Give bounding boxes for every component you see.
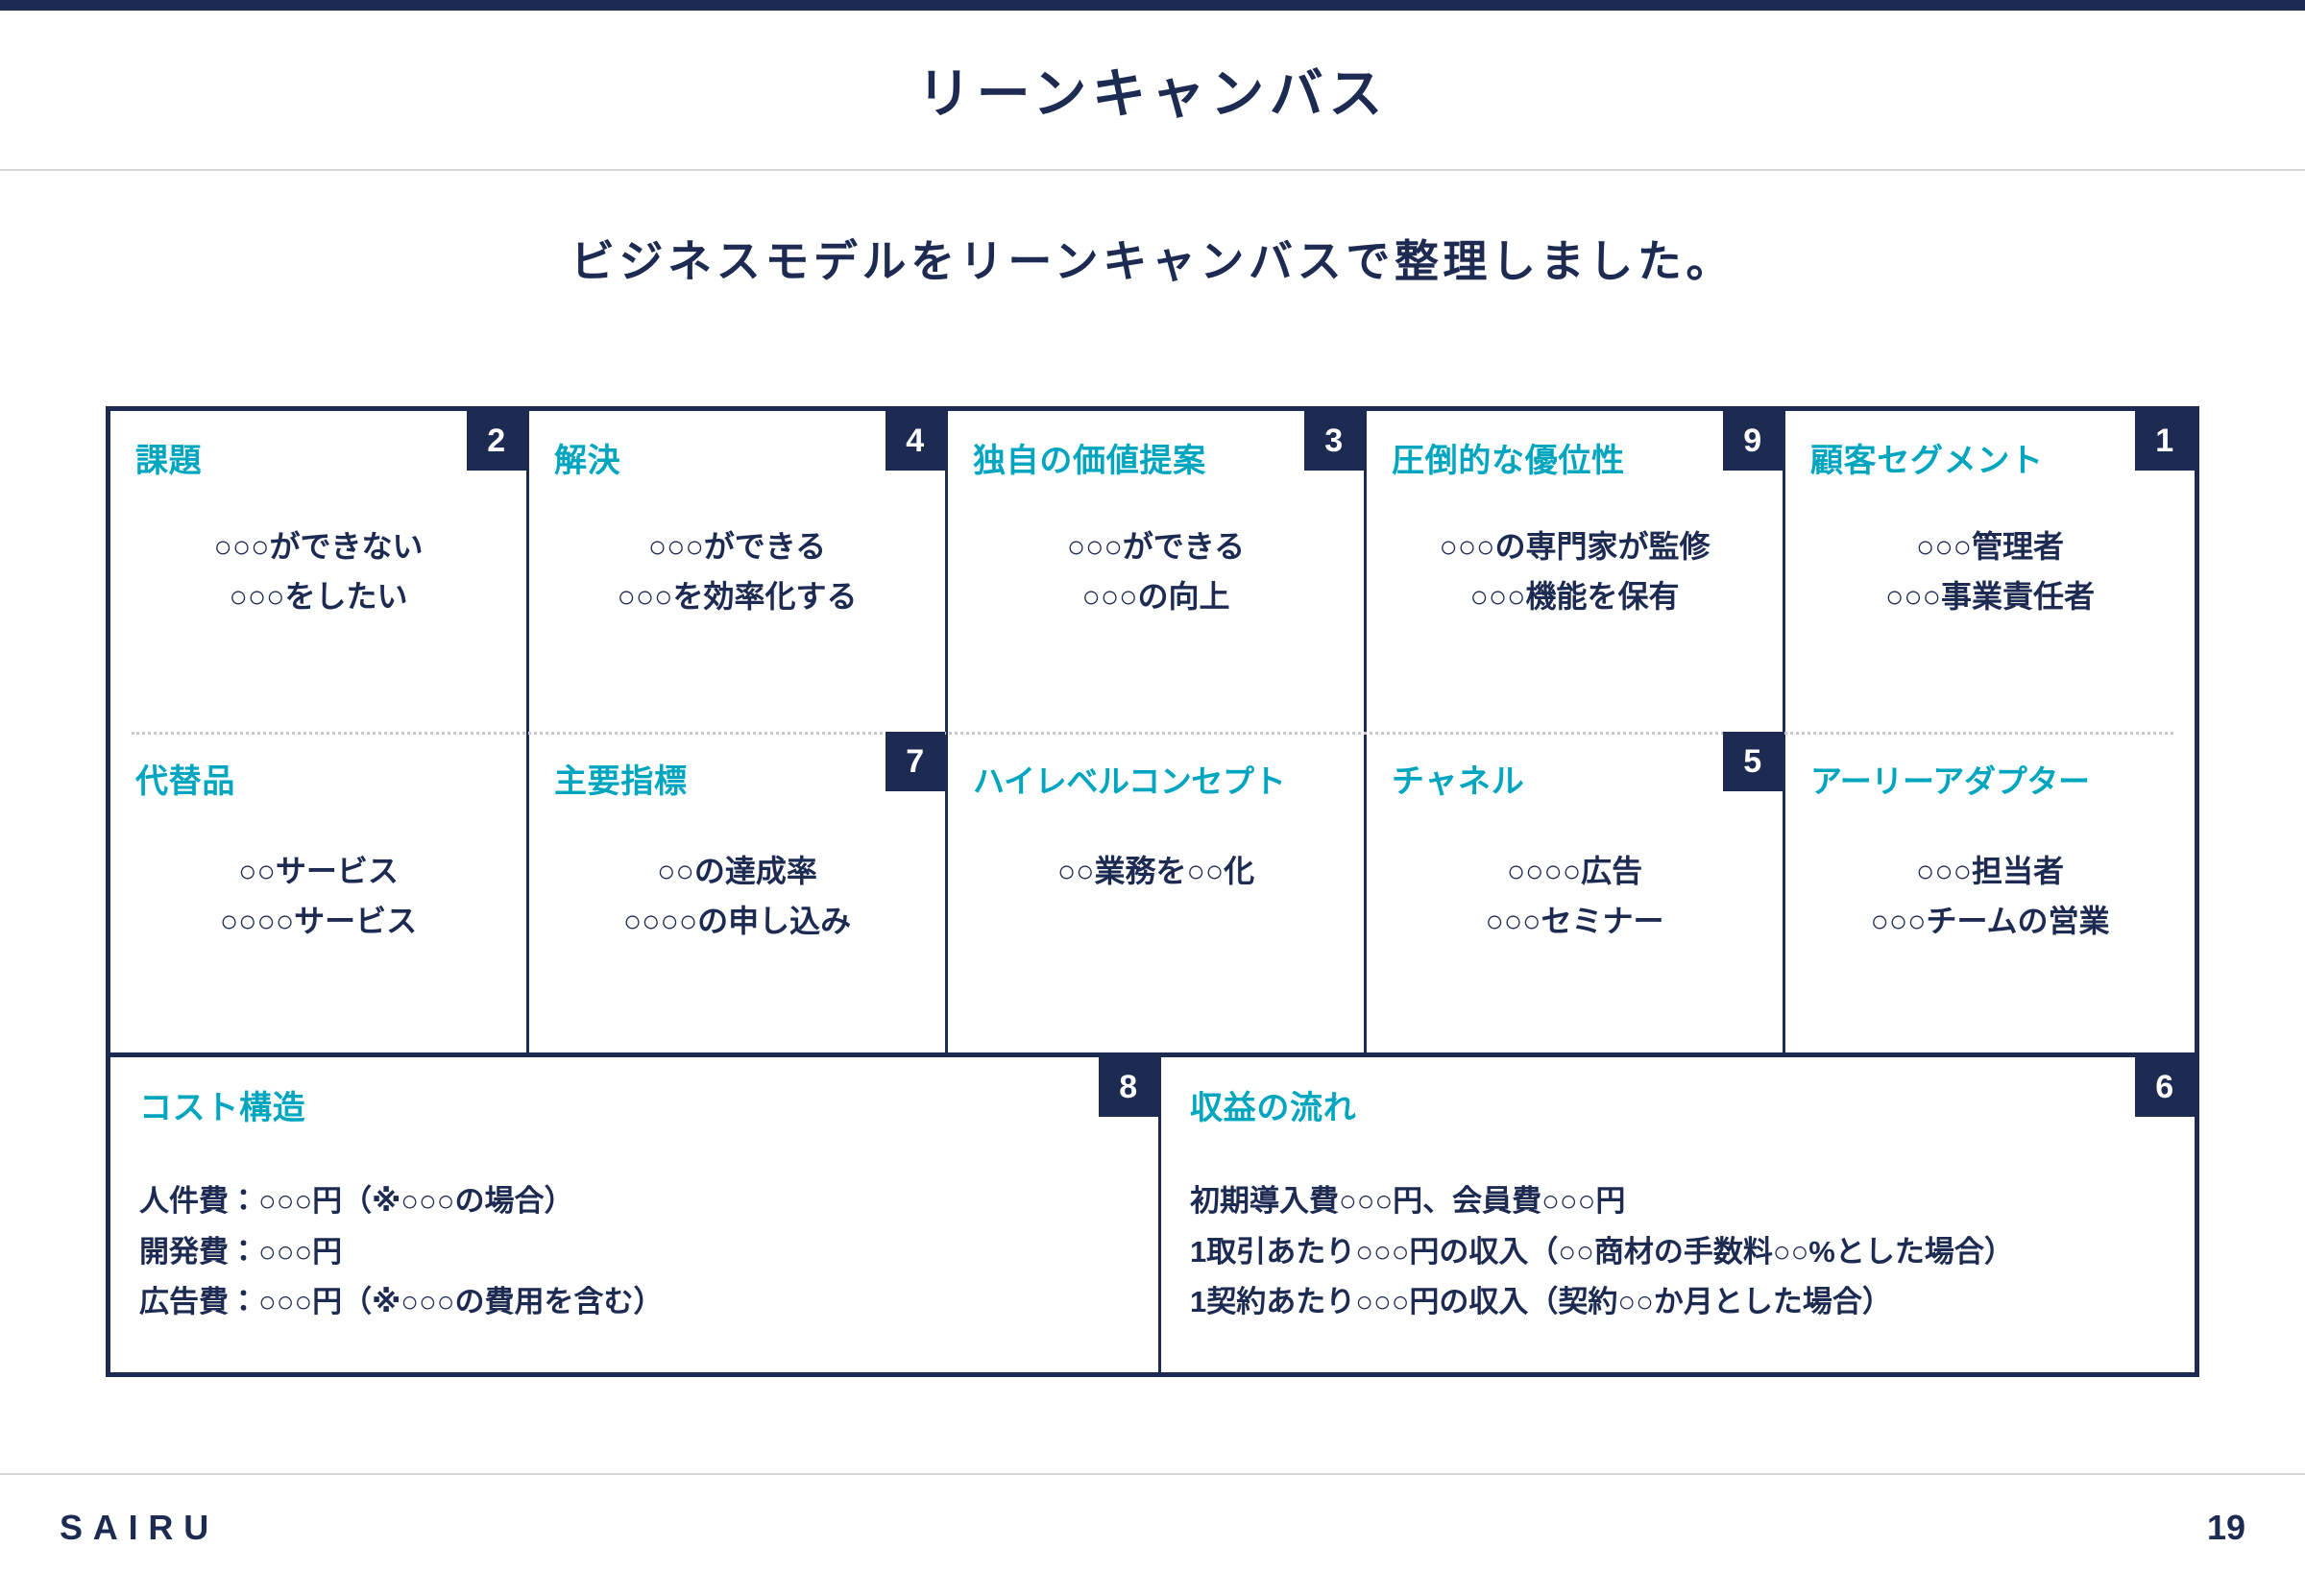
cell-line: ○○○ができない [213,529,424,564]
cell-body: ○○○担当者 ○○○チームの営業 [1785,847,2195,947]
cell-line: 1取引あたり○○○円の収入（○○商材の手数料○○%とした場合） [1190,1234,2014,1269]
cell-line: ○○○管理者 [1916,529,2064,564]
cell-line: 人件費：○○○円（※○○○の場合） [139,1184,574,1218]
cell-line: ○○○事業責任者 [1885,578,2095,614]
canvas-row-divider [132,732,2173,735]
lead-text: ビジネスモデルをリーンキャンバスで整理しました。 [570,236,1735,286]
cell-badge: 2 [467,411,526,471]
cell-line: ○○○○広告 [1506,854,1643,888]
cell-badge: 7 [886,732,945,791]
footer-divider [0,1473,2305,1475]
cell-line: ○○○○サービス [219,903,418,938]
cell-line: ○○サービス [238,854,399,888]
cell-line: ○○○ができる [647,529,827,564]
cell-line: 開発費：○○○円 [139,1234,343,1269]
cell-badge: 9 [1723,411,1783,471]
title-divider [0,169,2305,171]
cell-body: 初期導入費○○○円、会員費○○○円 1取引あたり○○○円の収入（○○商材の手数料… [1161,1176,2195,1328]
cell-body: ○○○ができる ○○○の向上 [948,522,1364,622]
cell-line: 広告費：○○○円（※○○○の費用を含む） [139,1285,664,1319]
cell-line: 1契約あたり○○○円の収入（契約○○か月とした場合） [1190,1285,1892,1319]
cell-line: 初期導入費○○○円、会員費○○○円 [1190,1184,1626,1218]
cell-body: ○○○の専門家が監修 ○○○機能を保有 [1367,522,1783,622]
cell-heading: ハイレベルコンセプト [973,763,1286,799]
cell-line: ○○○チームの営業 [1870,903,2110,938]
canvas-cell-alternatives: 代替品 ○○サービス ○○○○サービス [110,732,526,1052]
cell-line: ○○○の向上 [1081,578,1230,614]
cell-badge: 5 [1723,732,1783,791]
cell-line: ○○の達成率 [657,854,817,888]
cell-line: ○○○担当者 [1916,854,2064,888]
cell-body: ○○○○広告 ○○○セミナー [1367,847,1783,947]
cell-badge: 6 [2135,1057,2195,1117]
cell-line: ○○業務を○○化 [1056,854,1255,888]
cell-line: ○○○○の申し込み [622,903,852,938]
brand-logo: SAIRU [60,1508,220,1547]
cell-heading: 代替品 [135,763,236,800]
page-number: 19 [2206,1508,2245,1547]
cell-badge: 8 [1099,1057,1158,1117]
cell-body: ○○の達成率 ○○○○の申し込み [529,847,945,947]
top-accent-bar [0,0,2305,11]
cell-line: ○○○を効率化する [617,578,858,614]
page-title: リーンキャンバス [917,63,1388,124]
cell-badge: 3 [1304,411,1364,471]
cell-line: ○○○ができる [1066,529,1246,564]
cell-body: ○○○管理者 ○○○事業責任者 [1785,522,2195,622]
cell-body: ○○サービス ○○○○サービス [110,847,526,947]
cell-line: ○○○機能を保有 [1469,578,1680,614]
title-zone: リーンキャンバス [0,11,2305,169]
cell-line: ○○○セミナー [1485,903,1664,938]
cell-body: 人件費：○○○円（※○○○の場合） 開発費：○○○円 広告費：○○○円（※○○○… [110,1176,1158,1328]
cell-heading: アーリーアダプター [1810,763,2090,799]
cell-badge: 1 [2135,411,2195,471]
cell-line: ○○○をしたい [229,578,408,614]
canvas-cell-early-adopters: アーリーアダプター ○○○担当者 ○○○チームの営業 [1785,732,2195,1052]
cell-body: ○○○ができない ○○○をしたい [110,522,526,622]
cell-body: ○○○ができる ○○○を効率化する [529,522,945,622]
cell-line: ○○○の専門家が監修 [1439,529,1711,564]
canvas-cell-high-level-concept: ハイレベルコンセプト ○○業務を○○化 [948,732,1364,1052]
cell-badge: 4 [886,411,945,471]
cell-body: ○○業務を○○化 [948,847,1364,897]
